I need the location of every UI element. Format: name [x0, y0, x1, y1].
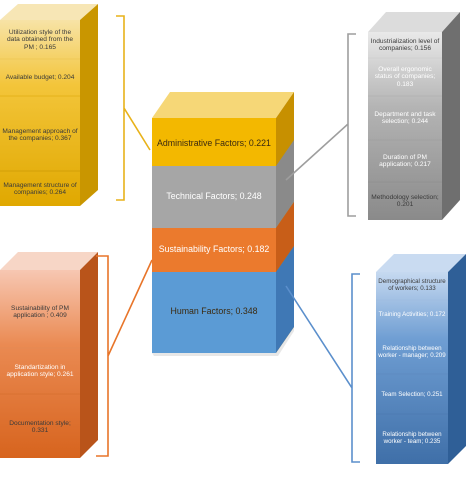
center-human-side	[276, 246, 294, 353]
admin-box	[0, 4, 98, 206]
sustainability-side-face	[80, 252, 98, 458]
center-column	[152, 92, 294, 356]
admin-side-face	[80, 4, 98, 206]
center-human-block	[152, 272, 276, 353]
human-item-5: Relationship between worker - team; 0.23…	[382, 431, 442, 445]
sustainability-front-face	[0, 270, 80, 458]
admin-item-1: Utilization style of the data obtained f…	[7, 28, 73, 51]
center-sustainability-block	[152, 228, 276, 272]
sustainability-top-face	[0, 252, 98, 270]
center-technical-block	[152, 166, 276, 228]
center-top-face	[152, 92, 294, 118]
human-bracket	[285, 273, 360, 463]
technical-item-2: Overall ergonomic status of companies; 0…	[374, 65, 436, 88]
sustainability-bracket	[96, 255, 153, 457]
sustainability-box	[0, 252, 98, 458]
admin-item-4: Management structure of companies; 0.264	[3, 181, 77, 196]
human-item-2: Training Activities; 0.172	[378, 310, 446, 318]
sustainability-item-3: Documentation style; 0.331	[9, 419, 71, 434]
technical-top-face	[368, 12, 460, 32]
human-item-1: Demographical structure of workers; 0.13…	[378, 278, 446, 292]
admin-bracket	[116, 15, 151, 201]
center-shadow	[152, 327, 294, 356]
center-sustainability-label: Sustainability Factors; 0.182	[158, 244, 270, 255]
technical-box	[368, 12, 460, 220]
admin-item-2: Available budget; 0.204	[5, 74, 75, 82]
sustainability-item-1: Sustainability of PM application ; 0.409	[11, 304, 69, 319]
center-admin-block	[152, 118, 276, 166]
human-front-face	[376, 272, 448, 464]
technical-item-4: Duration of PM application; 0.217	[379, 153, 431, 168]
technical-item-1: Industrialization level of companies; 0.…	[370, 37, 440, 52]
sustainability-item-2: Standartization in application style; 0.…	[6, 363, 74, 378]
center-sustainability-side	[276, 202, 294, 272]
technical-side-face	[442, 12, 460, 220]
admin-front-face	[0, 20, 80, 206]
human-top-face	[376, 254, 466, 272]
technical-bracket	[285, 33, 356, 217]
center-human-label: Human Factors; 0.348	[170, 306, 258, 317]
center-technical-side	[276, 140, 294, 228]
human-side-face	[448, 254, 466, 464]
center-admin-label: Administrative Factors; 0.221	[157, 138, 271, 149]
human-item-4: Team Selection; 0.251	[381, 390, 443, 398]
admin-item-3: Management approach of the companies; 0.…	[2, 127, 78, 142]
center-technical-label: Technical Factors; 0.248	[166, 191, 262, 202]
technical-front-face	[368, 32, 442, 220]
admin-top-face	[0, 4, 98, 20]
technical-item-3: Department and task selection; 0.244	[374, 110, 436, 125]
technical-item-5: Methodology selection; 0.201	[371, 193, 439, 208]
human-box	[376, 254, 466, 464]
human-item-3: Relationship between worker - manager; 0…	[378, 345, 446, 359]
